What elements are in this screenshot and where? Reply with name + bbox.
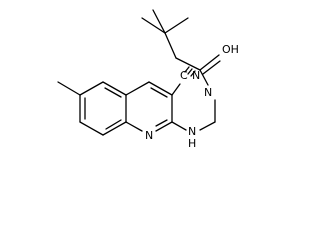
bond: [125, 81, 150, 96]
bond: [171, 121, 187, 131]
triple-bond: [184, 66, 190, 73]
amide-group: [175, 54, 221, 86]
ethyl-linker: [171, 99, 216, 131]
nitrile-carbon-label: C: [180, 69, 188, 82]
bond: [102, 81, 127, 96]
bond: [175, 57, 201, 71]
nitrile-group: [171, 66, 196, 96]
bond: [164, 32, 177, 59]
triple-bond: [190, 70, 196, 77]
double-bond-inner: [155, 119, 168, 127]
bond: [164, 17, 189, 34]
hydroxyl-label: OH: [222, 43, 239, 56]
bond: [79, 81, 104, 96]
double-bond-inner: [105, 119, 122, 130]
bond: [199, 54, 220, 71]
tert-butyl-group: [141, 9, 189, 59]
bond: [199, 121, 216, 131]
amide-nitrogen-label: N: [204, 86, 212, 99]
bond: [102, 121, 127, 136]
bond: [155, 121, 173, 132]
bond: [171, 83, 181, 96]
pyridine-ring: [125, 81, 173, 132]
bond: [148, 81, 173, 96]
nitrile-nitrogen-label: N: [192, 69, 200, 82]
molecule-structure-diagram: C N OH N N H N: [57, 9, 239, 150]
bond: [79, 121, 104, 136]
double-bond-inner: [104, 87, 122, 98]
triple-bond: [187, 68, 193, 75]
bond: [152, 9, 166, 34]
double-bond-inner: [202, 60, 221, 75]
bond: [199, 69, 209, 86]
methyl-bond: [57, 81, 81, 96]
double-bond-inner: [150, 87, 168, 98]
bond: [125, 121, 143, 132]
amine-nitrogen-label: N: [188, 125, 196, 138]
benzo-ring: [79, 81, 127, 136]
amine-hydrogen-label: H: [188, 137, 196, 150]
ring-nitrogen-label: N: [145, 129, 153, 142]
bond: [141, 17, 166, 34]
